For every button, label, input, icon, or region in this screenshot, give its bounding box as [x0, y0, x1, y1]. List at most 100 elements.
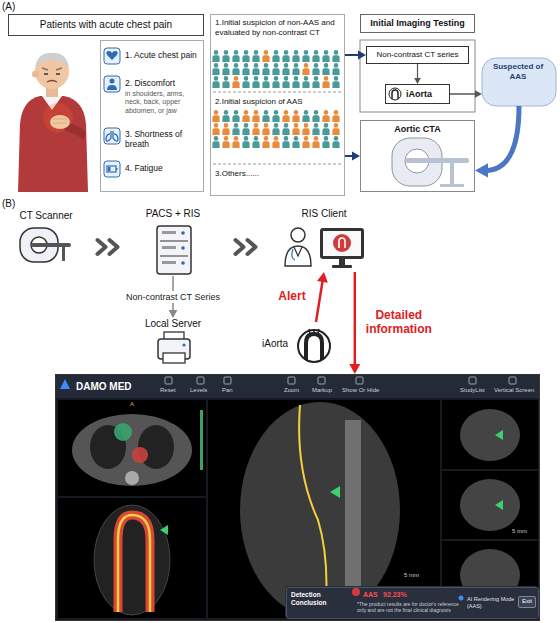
person-head — [214, 63, 219, 68]
person-head — [254, 50, 259, 55]
person-head — [294, 110, 299, 115]
node-text: AI Rendering Mode (AAS) — [467, 596, 515, 609]
software-screenshot-part-part — [224, 377, 231, 384]
ui-label: Zoom — [284, 387, 299, 394]
node-text: Initial Imaging Testing — [363, 18, 472, 29]
person-body — [282, 141, 289, 148]
software-screenshot-part — [118, 515, 150, 612]
person-body — [312, 128, 319, 135]
person-head — [234, 63, 239, 68]
person-head — [214, 110, 219, 115]
patient-illustration-part — [47, 81, 57, 83]
person-head — [234, 123, 239, 128]
software-screenshot-part — [460, 479, 520, 531]
person-body — [222, 141, 229, 148]
server-icon-part — [162, 246, 176, 249]
arrow-head — [317, 272, 328, 283]
person-body — [282, 128, 289, 135]
node-text: Patients with acute chest pain — [13, 19, 199, 31]
doctor-icon-part — [291, 228, 305, 242]
person-head — [284, 50, 289, 55]
person-head — [214, 136, 219, 141]
person-head — [294, 50, 299, 55]
person-head — [294, 136, 299, 141]
person-body — [222, 68, 229, 75]
connector-label: Alert — [272, 289, 312, 305]
person-head — [214, 50, 219, 55]
node-text: Non-contrast CT series — [369, 50, 466, 60]
symptom-icons-part — [110, 79, 115, 84]
person-head — [314, 63, 319, 68]
person-body — [222, 128, 229, 135]
connector — [316, 272, 328, 322]
aorta-mini-icon-part — [392, 90, 398, 99]
arrow-line — [345, 54, 359, 56]
person-head — [324, 76, 329, 81]
person-body — [292, 128, 299, 135]
person-body — [262, 115, 269, 122]
person-body — [212, 128, 219, 135]
person-body — [302, 115, 309, 122]
doctor-icon-part — [294, 247, 302, 256]
patient-illustration-part — [42, 68, 62, 70]
software-screenshot-part — [460, 409, 520, 461]
chevron-arrow — [236, 240, 244, 254]
person-head — [274, 76, 279, 81]
software-screenshot-part — [60, 379, 70, 389]
person-head — [264, 123, 269, 128]
connector — [345, 51, 366, 60]
person-body — [252, 81, 259, 88]
person-body — [282, 81, 289, 88]
person-body — [222, 55, 229, 62]
person-head — [264, 76, 269, 81]
person-body — [232, 115, 239, 122]
person-head — [284, 63, 289, 68]
node-text: AAS — [363, 591, 383, 599]
connector — [98, 240, 118, 254]
ui-label: Reset — [160, 387, 176, 394]
person-head — [214, 123, 219, 128]
person-body — [302, 128, 309, 135]
person-head — [314, 76, 319, 81]
node-text: iAorta — [262, 338, 296, 350]
person-head — [274, 50, 279, 55]
person-head — [304, 50, 309, 55]
ui-label: 5 mm — [512, 528, 527, 535]
connector — [236, 240, 256, 254]
person-head — [294, 76, 299, 81]
node-text: Suspected of AAS — [485, 62, 551, 81]
person-head — [264, 50, 269, 55]
person-head — [314, 110, 319, 115]
person-head — [304, 136, 309, 141]
pacs-node: PACS + RIS — [133, 208, 213, 276]
person-head — [334, 136, 339, 141]
person-head — [284, 76, 289, 81]
person-head — [264, 136, 269, 141]
software-screenshot-part — [125, 471, 139, 485]
arrow-line — [345, 155, 353, 157]
person-head — [304, 76, 309, 81]
person-body — [232, 128, 239, 135]
person-head — [324, 123, 329, 128]
symptom-list-box: 1. Acute chest pain2. Discomfortin shoul… — [100, 40, 204, 192]
node-text: Exit — [519, 598, 535, 605]
server-icon-part — [181, 246, 185, 250]
person-body — [282, 55, 289, 62]
detection-panel: Detection ConclusionAAS92.23%*The produc… — [286, 587, 539, 619]
person-head — [254, 63, 259, 68]
person-body — [332, 115, 339, 122]
suspected-group-shape — [482, 58, 556, 106]
software-screenshot-part — [58, 498, 206, 618]
person-body — [252, 68, 259, 75]
person-body — [242, 55, 249, 62]
person-head — [324, 50, 329, 55]
connector — [345, 152, 360, 161]
ui-label: A — [130, 401, 134, 408]
software-screenshot-part-part — [165, 377, 172, 384]
person-body — [292, 55, 299, 62]
software-screenshot-part — [55, 374, 540, 621]
iaorta-icon — [298, 329, 330, 362]
group-divider-part — [213, 92, 342, 93]
panel-label: (B) — [2, 198, 15, 210]
